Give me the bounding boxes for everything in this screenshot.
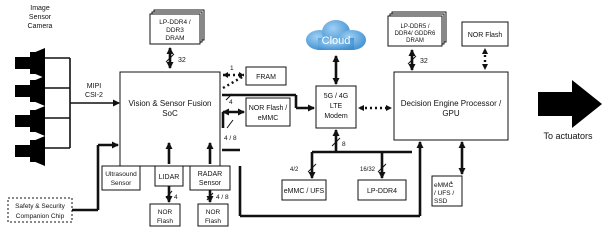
lpddr4-width: 16/32 [360,167,376,173]
radar-nor-box [197,203,229,227]
emmc-ufs-label: eMMC / UFS [284,188,325,195]
modem-label-line-1: 5G / 4G [324,93,349,100]
gpu-nor-box [461,21,509,47]
nor-emmc-box [245,97,291,127]
cloud-label: Cloud [322,35,351,47]
lpddr4-box [357,179,407,201]
fram-label: FRAM [256,74,276,81]
output-label: To actuators [543,131,593,141]
camera-icon [15,48,45,78]
emmc-ufs-width: 4/2 [290,167,299,173]
gpu-dram-stack [387,11,447,47]
lidar-nor-box [149,203,181,227]
arrow-right-icon [538,80,602,128]
fram-bus-2 [222,74,245,90]
csi-label-line-2: CSI-2 [85,92,103,99]
vision-soc-label-line-1: Vision & Sensor Fusion [128,99,211,108]
soc-dram-width: 32 [178,57,186,64]
soc-dram-label-line-1: LP-DDR4 / [159,19,191,26]
soc-dram-label-line-3: DRAM [165,35,184,42]
nor-emmc-label-line-2: eMMC [258,115,279,122]
modem-box [315,85,357,129]
emmc-ssd-label-line-2: / UFS / [434,190,454,197]
gpu-nor-label: NOR Flash [468,32,503,39]
camera-label-line-3: Camera [28,23,53,30]
emmc-ufs-box [281,179,327,201]
emmc-ssd-label-line-1: eMMC [434,182,453,189]
emmc-ssd-box [431,175,463,207]
gpu-label-line-1: Decision Engine Processor / [401,99,502,108]
camera-label-line-1: Image [30,5,50,12]
safety-label-line-2: Companion Chip [16,213,65,220]
radar-label-line-2: Sensor [199,180,222,187]
lidar-nor-label-line-1: NOR [158,209,173,216]
soc-dram-label-line-2: DDR3 [166,27,184,34]
nor-emmc-label-line-1: NOR Flash / [249,105,288,112]
safety-label-line-1: Safety & Security [15,203,66,210]
camera-icon [15,136,45,166]
cloud-icon [306,20,366,50]
radar-nor-label-line-1: NOR [206,209,221,216]
ultrasound-label-line-2: Sensor [111,180,132,187]
ultrasound-label-line-1: Ultrasound [105,171,137,178]
gpu-dram-label-line-3: DRAM [406,38,424,44]
camera-icon [15,76,45,106]
gpu-box [393,71,509,141]
camera-links [45,57,120,149]
fram-bus1-width: 1 [230,65,234,72]
nor-emmc-width: 4 / 8 [224,135,237,142]
lidar-nor-width: 4 [174,194,178,201]
modem-label-line-2: LTE [330,103,343,110]
ultrasound-box [101,165,141,191]
fram-box [245,66,287,86]
camera-icon [15,106,45,136]
modem-label-line-3: Modem [324,113,348,120]
radar-nor-label-line-2: Flash [205,218,221,225]
modem-width: 8 [342,141,346,148]
vision-soc-label-line-2: SoC [162,109,178,118]
radar-nor-width: 4 / 8 [216,194,229,201]
gpu-dram-width: 32 [420,58,428,65]
lidar-label: LIDAR [159,174,180,181]
emmc-ssd-superscript: 1 [450,180,453,185]
radar-label-line-1: RADAR [198,171,223,178]
lidar-nor-label-line-2: Flash [157,218,173,225]
lpddr4-label: LP-DDR4 [367,188,397,195]
gpu-dram-label-line-2: DDR4/ GDDR6 [395,31,436,37]
fram-bus2-width: 4 [229,99,233,106]
gpu-label-line-2: GPU [442,109,460,118]
csi-label-line-1: MIPI [87,83,101,90]
camera-label-line-2: Sensor [29,14,52,21]
gpu-dram-label-line-1: LP-DDR5 / [400,24,429,30]
emmc-ssd-label-line-3: SSD [434,198,448,205]
soc-dram-stack [149,9,205,45]
